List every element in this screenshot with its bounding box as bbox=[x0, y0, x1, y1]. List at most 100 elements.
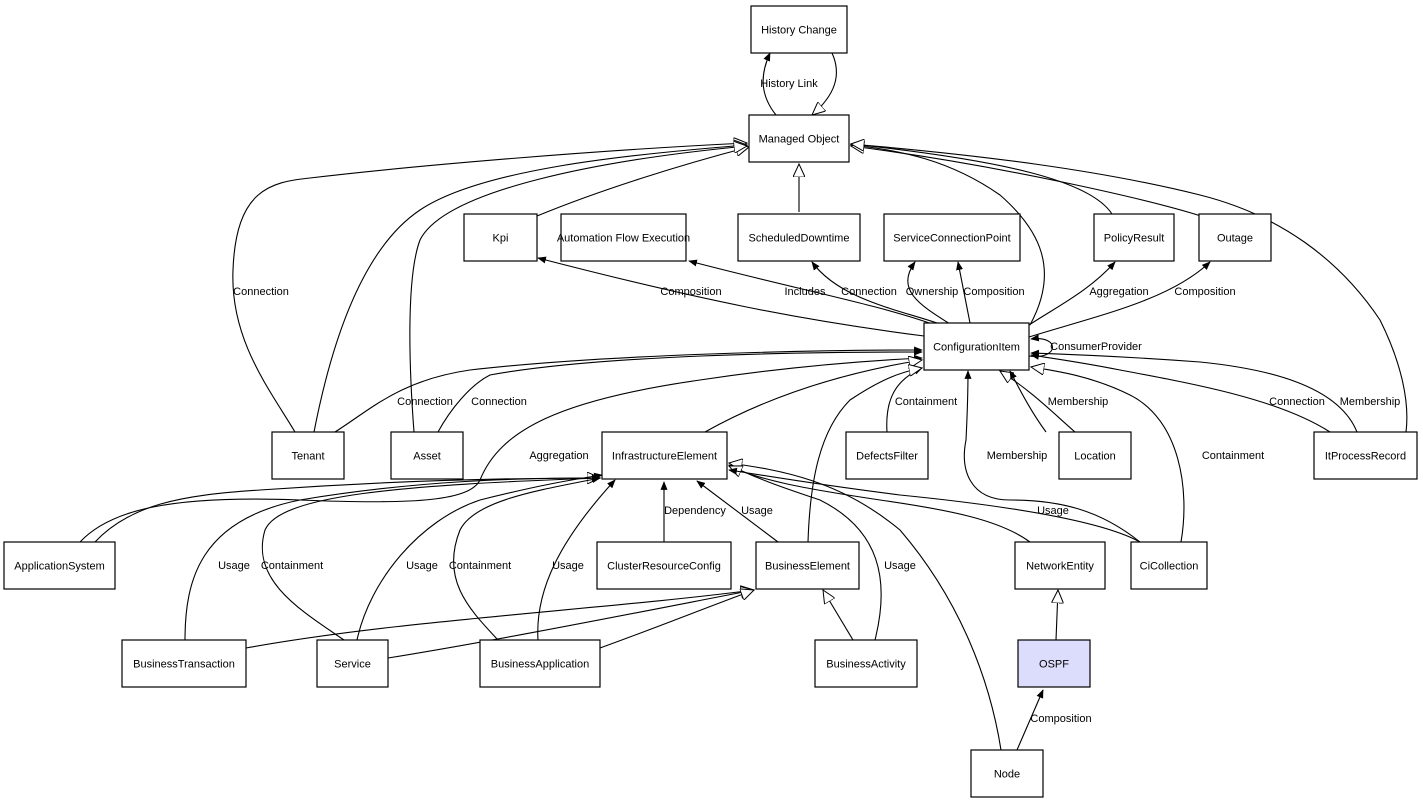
edge-label: Connection bbox=[397, 396, 453, 408]
node-managedobject[interactable]: Managed Object bbox=[748, 114, 850, 163]
association-arrow bbox=[184, 474, 601, 641]
association-arrow bbox=[356, 472, 603, 641]
association-arrow bbox=[1016, 689, 1044, 751]
node-itprocessrecord[interactable]: ItProcessRecord bbox=[1313, 431, 1418, 480]
node-box[interactable] bbox=[316, 639, 389, 688]
node-box[interactable] bbox=[390, 431, 464, 480]
edge-label: Usage bbox=[218, 560, 250, 572]
association-arrow bbox=[334, 346, 923, 433]
node-node[interactable]: Node bbox=[970, 749, 1044, 798]
node-box[interactable] bbox=[1130, 541, 1208, 590]
node-box[interactable] bbox=[845, 431, 929, 480]
edge-tenant-to-configurationitem bbox=[334, 346, 923, 433]
node-cicollection[interactable]: CiCollection bbox=[1130, 541, 1208, 590]
node-box[interactable] bbox=[271, 431, 345, 480]
node-configurationitem[interactable]: ConfigurationItem bbox=[923, 322, 1030, 371]
node-label: NetworkEntity bbox=[1026, 561, 1094, 573]
node-box[interactable] bbox=[1313, 431, 1418, 480]
edge-configurationitem-to-kpi bbox=[537, 256, 925, 337]
association-arrow bbox=[963, 370, 1141, 543]
edge-cicollection-to-configurationitem bbox=[963, 370, 1141, 543]
association-arrow bbox=[728, 464, 882, 641]
edge-policyresult-to-managedobject bbox=[851, 144, 1113, 215]
node-box[interactable] bbox=[1198, 213, 1272, 262]
node-outage[interactable]: Outage bbox=[1198, 213, 1272, 262]
association-arrow bbox=[1009, 370, 1047, 433]
node-box[interactable] bbox=[1014, 541, 1106, 590]
edge-configurationitem-to-automationflowexecution bbox=[688, 259, 936, 326]
node-box[interactable] bbox=[479, 639, 601, 688]
edge-configurationitem-to-policyresult bbox=[1028, 261, 1116, 326]
node-label: ConfigurationItem bbox=[933, 342, 1020, 354]
inheritance-arrow bbox=[245, 590, 754, 649]
node-box[interactable] bbox=[601, 431, 728, 480]
node-label: BusinessTransaction bbox=[133, 659, 235, 671]
node-box[interactable] bbox=[1058, 431, 1132, 480]
node-asset[interactable]: Asset bbox=[390, 431, 464, 480]
node-businesstransaction[interactable]: BusinessTransaction bbox=[121, 639, 247, 688]
node-box[interactable] bbox=[923, 322, 1030, 371]
node-box[interactable] bbox=[748, 114, 850, 163]
edge-tenant-to-managedobject bbox=[313, 145, 747, 433]
node-historychange[interactable]: History Change bbox=[750, 5, 848, 54]
edge-label: Containment bbox=[895, 396, 957, 408]
node-box[interactable] bbox=[755, 541, 860, 590]
node-label: Asset bbox=[413, 451, 441, 463]
node-networkentity[interactable]: NetworkEntity bbox=[1014, 541, 1106, 590]
edge-configurationitem-to-outage bbox=[1028, 261, 1211, 338]
node-businesselement[interactable]: BusinessElement bbox=[755, 541, 860, 590]
edge-label: Membership bbox=[1048, 396, 1109, 408]
edge-cicollection-to-configurationitem bbox=[1031, 367, 1185, 543]
association-arrow bbox=[1028, 261, 1211, 338]
node-label: InfrastructureElement bbox=[612, 451, 717, 463]
node-policyresult[interactable]: PolicyResult bbox=[1093, 213, 1175, 262]
edge-label: Usage bbox=[552, 560, 584, 572]
inheritance-arrow bbox=[387, 590, 754, 659]
node-box[interactable] bbox=[3, 541, 116, 590]
inheritance-arrow bbox=[1000, 371, 1076, 433]
node-box[interactable] bbox=[1017, 639, 1091, 688]
node-applicationsystem[interactable]: ApplicationSystem bbox=[3, 541, 116, 590]
node-box[interactable] bbox=[750, 5, 848, 54]
node-service[interactable]: Service bbox=[316, 639, 389, 688]
edge-label: Connection bbox=[471, 396, 527, 408]
node-scheduleddowntime[interactable]: ScheduledDowntime bbox=[737, 213, 861, 262]
edge-historychange-to-managedobject bbox=[812, 52, 837, 115]
node-serviceconnectionpoint[interactable]: ServiceConnectionPoint bbox=[883, 213, 1021, 262]
edge-kpi-to-managedobject bbox=[536, 147, 749, 217]
node-box[interactable] bbox=[1093, 213, 1175, 262]
association-arrow bbox=[811, 261, 941, 325]
association-arrow bbox=[1028, 261, 1116, 326]
node-label: BusinessElement bbox=[765, 561, 850, 573]
node-automationflowexecution[interactable]: Automation Flow Execution bbox=[557, 213, 690, 262]
association-arrow bbox=[537, 256, 925, 337]
node-box[interactable] bbox=[596, 541, 732, 590]
node-box[interactable] bbox=[737, 213, 861, 262]
association-arrow bbox=[453, 476, 601, 641]
association-arrow bbox=[762, 52, 777, 116]
node-kpi[interactable]: Kpi bbox=[463, 213, 538, 262]
association-arrow bbox=[437, 348, 923, 433]
node-box[interactable] bbox=[883, 213, 1021, 262]
node-label: DefectsFilter bbox=[856, 451, 918, 463]
node-box[interactable] bbox=[970, 749, 1044, 798]
node-businessactivity[interactable]: BusinessActivity bbox=[814, 639, 918, 688]
node-box[interactable] bbox=[814, 639, 918, 688]
edge-node-to-ospf bbox=[1016, 689, 1044, 751]
node-tenant[interactable]: Tenant bbox=[271, 431, 345, 480]
node-location[interactable]: Location bbox=[1058, 431, 1132, 480]
node-clusterresourceconfig[interactable]: ClusterResourceConfig bbox=[596, 541, 732, 590]
node-label: OSPF bbox=[1039, 659, 1069, 671]
node-box[interactable] bbox=[463, 213, 538, 262]
edge-service-to-businesselement bbox=[387, 590, 754, 659]
edge-configurationitem-to-serviceconnectionpoint bbox=[956, 261, 971, 324]
node-box[interactable] bbox=[121, 639, 247, 688]
node-businessapplication[interactable]: BusinessApplication bbox=[479, 639, 601, 688]
node-label: Automation Flow Execution bbox=[557, 233, 690, 245]
node-box[interactable] bbox=[560, 213, 687, 262]
node-ospf[interactable]: OSPF bbox=[1017, 639, 1091, 688]
node-infrastructureelement[interactable]: InfrastructureElement bbox=[601, 431, 728, 480]
node-defectsfilter[interactable]: DefectsFilter bbox=[845, 431, 929, 480]
